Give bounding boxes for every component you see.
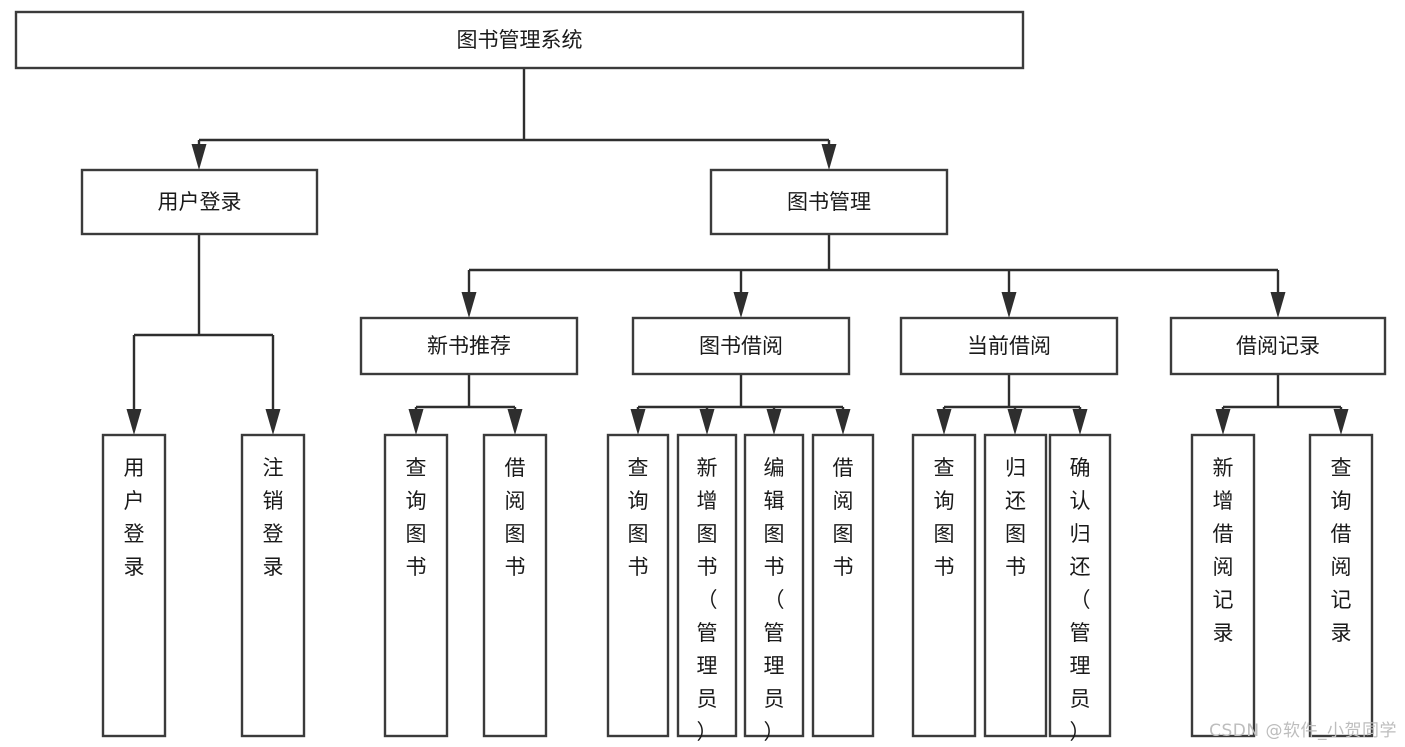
leaf-label: 借阅图书 <box>833 456 854 579</box>
leaf-node[interactable]: 编辑图书（管理员） <box>743 433 805 744</box>
leaf-node[interactable]: 查询图书 <box>383 433 449 738</box>
leaf-box[interactable] <box>1048 433 1112 738</box>
level3-label: 图书借阅 <box>699 334 783 358</box>
leaf-box[interactable] <box>383 433 449 738</box>
arrow-head-icon <box>1007 409 1023 435</box>
level2-label: 用户登录 <box>158 190 242 214</box>
arrow-head-icon <box>126 409 142 435</box>
arrow-head-icon <box>1072 409 1088 435</box>
leaf-box[interactable] <box>606 433 670 738</box>
arrow-head-icon <box>1270 292 1286 318</box>
leaf-box[interactable] <box>1190 433 1256 738</box>
connector-user-login-to-leaves <box>126 234 281 435</box>
connector-root-to-level2 <box>191 68 837 170</box>
arrow-head-icon <box>766 409 782 435</box>
connector-current-borrow-to-leaves <box>936 374 1088 435</box>
leaf-node[interactable]: 确认归还（管理员） <box>1048 433 1112 744</box>
level3-box[interactable] <box>1169 316 1387 376</box>
leaf-label: 查询图书 <box>628 456 649 579</box>
arrow-head-icon <box>461 292 477 318</box>
leaf-box[interactable] <box>743 433 805 738</box>
arrow-head-icon <box>191 144 207 170</box>
leaf-node[interactable]: 用户登录 <box>101 433 167 738</box>
leaf-box[interactable] <box>101 433 167 738</box>
leaf-box[interactable] <box>811 433 875 738</box>
leaf-label: 借阅图书 <box>505 456 526 579</box>
connector-borrow-to-leaves <box>630 374 851 435</box>
level2-node[interactable]: 用户登录 <box>80 168 319 236</box>
arrow-head-icon <box>733 292 749 318</box>
level2-node[interactable]: 图书管理 <box>709 168 949 236</box>
level3-node[interactable]: 图书借阅 <box>631 316 851 376</box>
root-label: 图书管理系统 <box>457 28 583 52</box>
leaf-node[interactable]: 归还图书 <box>983 433 1048 738</box>
leaf-box[interactable] <box>1308 433 1374 738</box>
level3-node[interactable]: 当前借阅 <box>899 316 1119 376</box>
leaf-node[interactable]: 借阅图书 <box>811 433 875 738</box>
node-layer: 图书管理系统用户登录图书管理新书推荐图书借阅当前借阅借阅记录用户登录注销登录查询… <box>14 10 1387 744</box>
leaf-label: 编辑图书（管理员） <box>764 456 785 744</box>
csdn-watermark: CSDN @软件_小贺同学 <box>1209 721 1397 741</box>
arrow-head-icon <box>936 409 952 435</box>
level2-label: 图书管理 <box>787 190 871 214</box>
leaf-node[interactable]: 新增图书（管理员） <box>676 433 738 744</box>
arrow-head-icon <box>1215 409 1231 435</box>
arrow-head-icon <box>1333 409 1349 435</box>
arrow-head-icon <box>265 409 281 435</box>
leaf-label: 用户登录 <box>124 456 145 579</box>
leaf-box[interactable] <box>482 433 548 738</box>
leaf-node[interactable]: 查询图书 <box>911 433 977 738</box>
connector-borrow-record-to-leaves <box>1215 374 1349 435</box>
connector-book-mgmt-to-level3 <box>461 234 1286 318</box>
level3-box[interactable] <box>631 316 851 376</box>
level2-box[interactable] <box>80 168 319 236</box>
leaf-label: 归还图书 <box>1005 456 1026 579</box>
leaf-label: 确认归还（管理员） <box>1070 456 1091 744</box>
level2-box[interactable] <box>709 168 949 236</box>
arrow-head-icon <box>507 409 523 435</box>
leaf-node[interactable]: 查询借阅记录 <box>1308 433 1374 738</box>
level3-node[interactable]: 借阅记录 <box>1169 316 1387 376</box>
leaf-label: 查询图书 <box>934 456 955 579</box>
level3-box[interactable] <box>899 316 1119 376</box>
arrow-head-icon <box>699 409 715 435</box>
arrow-head-icon <box>821 144 837 170</box>
level3-label: 当前借阅 <box>967 334 1051 358</box>
level3-node[interactable]: 新书推荐 <box>359 316 579 376</box>
arrow-head-icon <box>1001 292 1017 318</box>
connector-layer <box>126 68 1349 435</box>
leaf-node[interactable]: 查询图书 <box>606 433 670 738</box>
leaf-label: 新增图书（管理员） <box>697 456 718 744</box>
level3-box[interactable] <box>359 316 579 376</box>
leaf-node[interactable]: 借阅图书 <box>482 433 548 738</box>
leaf-label: 注销登录 <box>263 456 284 579</box>
arrow-head-icon <box>835 409 851 435</box>
leaf-label: 查询借阅记录 <box>1331 456 1352 645</box>
leaf-node[interactable]: 注销登录 <box>240 433 306 738</box>
leaf-label: 查询图书 <box>406 456 427 579</box>
leaf-box[interactable] <box>240 433 306 738</box>
level3-label: 借阅记录 <box>1236 334 1320 358</box>
connector-new-book-to-leaves <box>408 374 523 435</box>
root-box[interactable] <box>14 10 1025 70</box>
leaf-node[interactable]: 新增借阅记录 <box>1190 433 1256 738</box>
leaf-box[interactable] <box>983 433 1048 738</box>
root-node[interactable]: 图书管理系统 <box>14 10 1025 70</box>
leaf-box[interactable] <box>676 433 738 738</box>
arrow-head-icon <box>630 409 646 435</box>
level3-label: 新书推荐 <box>427 334 511 358</box>
arrow-head-icon <box>408 409 424 435</box>
leaf-box[interactable] <box>911 433 977 738</box>
leaf-label: 新增借阅记录 <box>1213 456 1234 645</box>
